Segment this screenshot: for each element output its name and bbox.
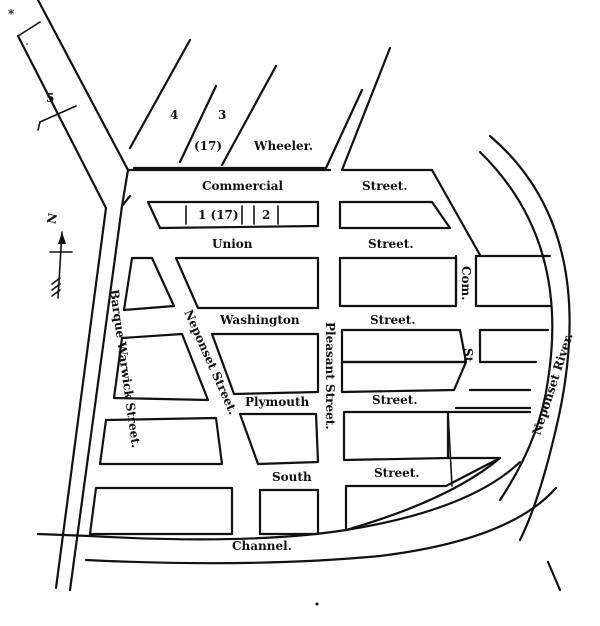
block-union-west-small <box>122 256 176 312</box>
upper-left-lots <box>17 21 77 131</box>
commercial-label: Commercial <box>202 179 284 193</box>
channel-label: Channel. <box>232 539 292 553</box>
dot-mark <box>315 602 319 606</box>
neponset-river-banks <box>478 134 571 542</box>
washington-street-label: Street. <box>370 313 416 327</box>
block-union-east <box>338 256 458 308</box>
lot-17-label: (17) <box>194 139 222 153</box>
block-plymouth-west <box>98 416 224 466</box>
block-plymouth-east <box>342 410 450 462</box>
union-street-label: Street. <box>368 237 414 251</box>
barque-warwick-road <box>16 0 130 592</box>
lot-2-label: 2 <box>262 208 270 222</box>
washington-far-east <box>454 328 550 410</box>
com-label: Com. <box>459 266 473 300</box>
block-washington-east-lower <box>340 360 468 394</box>
commercial-street-edges <box>120 168 482 257</box>
channel-street <box>36 460 562 592</box>
block-south-east <box>344 456 502 532</box>
lot-3-label: 3 <box>218 108 226 122</box>
wheeler-label: Wheeler. <box>253 139 313 153</box>
union-label: Union <box>212 237 253 251</box>
lot-1-17-label: 1 (17) <box>198 208 239 222</box>
lot-4-label: 4 <box>170 108 178 122</box>
st-label: St. <box>461 348 475 366</box>
south-label: South <box>272 470 312 484</box>
compass-north-label: N <box>44 212 60 225</box>
barque-warwick-street-label: Barque Warwick Street. <box>107 288 143 448</box>
south-street-label: Street. <box>374 466 420 480</box>
block-south-west <box>88 486 234 536</box>
block-washington-center <box>210 332 320 396</box>
asterisk-mark: * <box>8 7 15 21</box>
block-union-center <box>174 256 320 310</box>
block-plymouth-center <box>238 412 320 466</box>
plymouth-label: Plymouth <box>245 395 310 409</box>
block-commercial-east <box>338 200 452 230</box>
block-washington-east <box>340 328 468 364</box>
block-lots-1-2 <box>146 200 320 230</box>
plymouth-far-east <box>446 410 532 487</box>
commercial-street-label: Street. <box>362 179 408 193</box>
block-south-center <box>258 488 320 536</box>
plymouth-street-label: Street. <box>372 393 418 407</box>
block-washington-west <box>112 332 210 402</box>
pleasant-street-label: Pleasant Street. <box>323 322 337 430</box>
wheeler-lot-lines <box>128 38 392 172</box>
lot-5-label: 5 <box>46 91 54 105</box>
washington-label: Washington <box>219 313 300 327</box>
compass-icon <box>49 231 73 299</box>
